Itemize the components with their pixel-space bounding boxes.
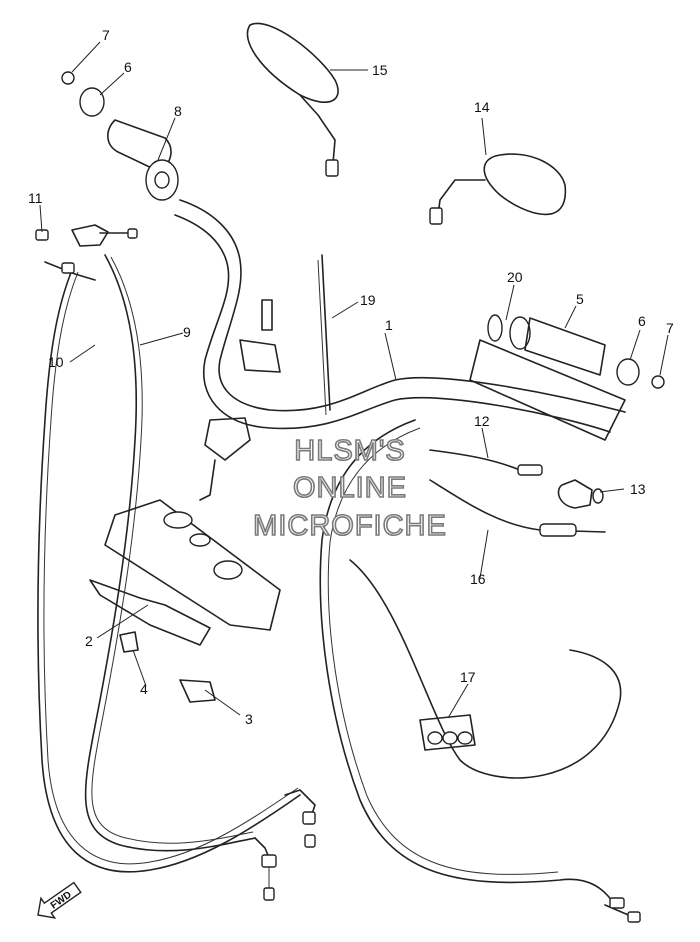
callout-17: 17 — [460, 669, 476, 685]
callout-1: 1 — [385, 317, 393, 333]
callout-8: 8 — [174, 103, 182, 119]
callout-15: 15 — [372, 62, 388, 78]
switch-13 — [557, 479, 604, 509]
clamps — [89, 579, 216, 703]
callouts: 1 2 3 4 5 6 6 7 7 8 9 10 11 12 13 14 15 … — [28, 27, 674, 727]
watermark-line-1: HLSM'S — [294, 435, 405, 467]
callout-13: 13 — [630, 481, 646, 497]
callout-2: 2 — [85, 633, 93, 649]
watermark-line-2: ONLINE — [293, 472, 407, 504]
callout-7-left: 7 — [102, 27, 110, 43]
callout-14: 14 — [474, 99, 490, 115]
clutch-cables — [319, 419, 641, 923]
callout-20: 20 — [507, 269, 523, 285]
callout-5: 5 — [576, 291, 584, 307]
upper-bracket — [104, 499, 281, 631]
leader-lines — [39, 41, 669, 719]
watermark-line-3: MICROFICHE — [253, 510, 447, 542]
mirrors — [246, 22, 567, 225]
throttle-cables — [37, 224, 316, 901]
callout-16: 16 — [470, 571, 486, 587]
callout-11: 11 — [28, 190, 43, 206]
cable-tie — [321, 254, 331, 411]
right-grip-assembly — [487, 314, 665, 389]
callout-19: 19 — [360, 292, 376, 308]
callout-3: 3 — [245, 711, 253, 727]
fwd-arrow: FWD — [37, 881, 82, 919]
callout-6-right: 6 — [638, 313, 646, 329]
callout-10: 10 — [48, 354, 64, 370]
callout-7-right: 7 — [666, 320, 674, 336]
handlebar — [174, 199, 626, 441]
handlebar-holder — [199, 299, 281, 501]
callout-9: 9 — [183, 324, 191, 340]
callout-6-left: 6 — [124, 59, 132, 75]
callout-4: 4 — [140, 681, 148, 697]
clamp-17 — [419, 714, 476, 751]
watermark: HLSM'S ONLINE MICROFICHE — [252, 434, 447, 543]
callout-12: 12 — [474, 413, 490, 429]
left-grip-assembly — [61, 71, 179, 201]
